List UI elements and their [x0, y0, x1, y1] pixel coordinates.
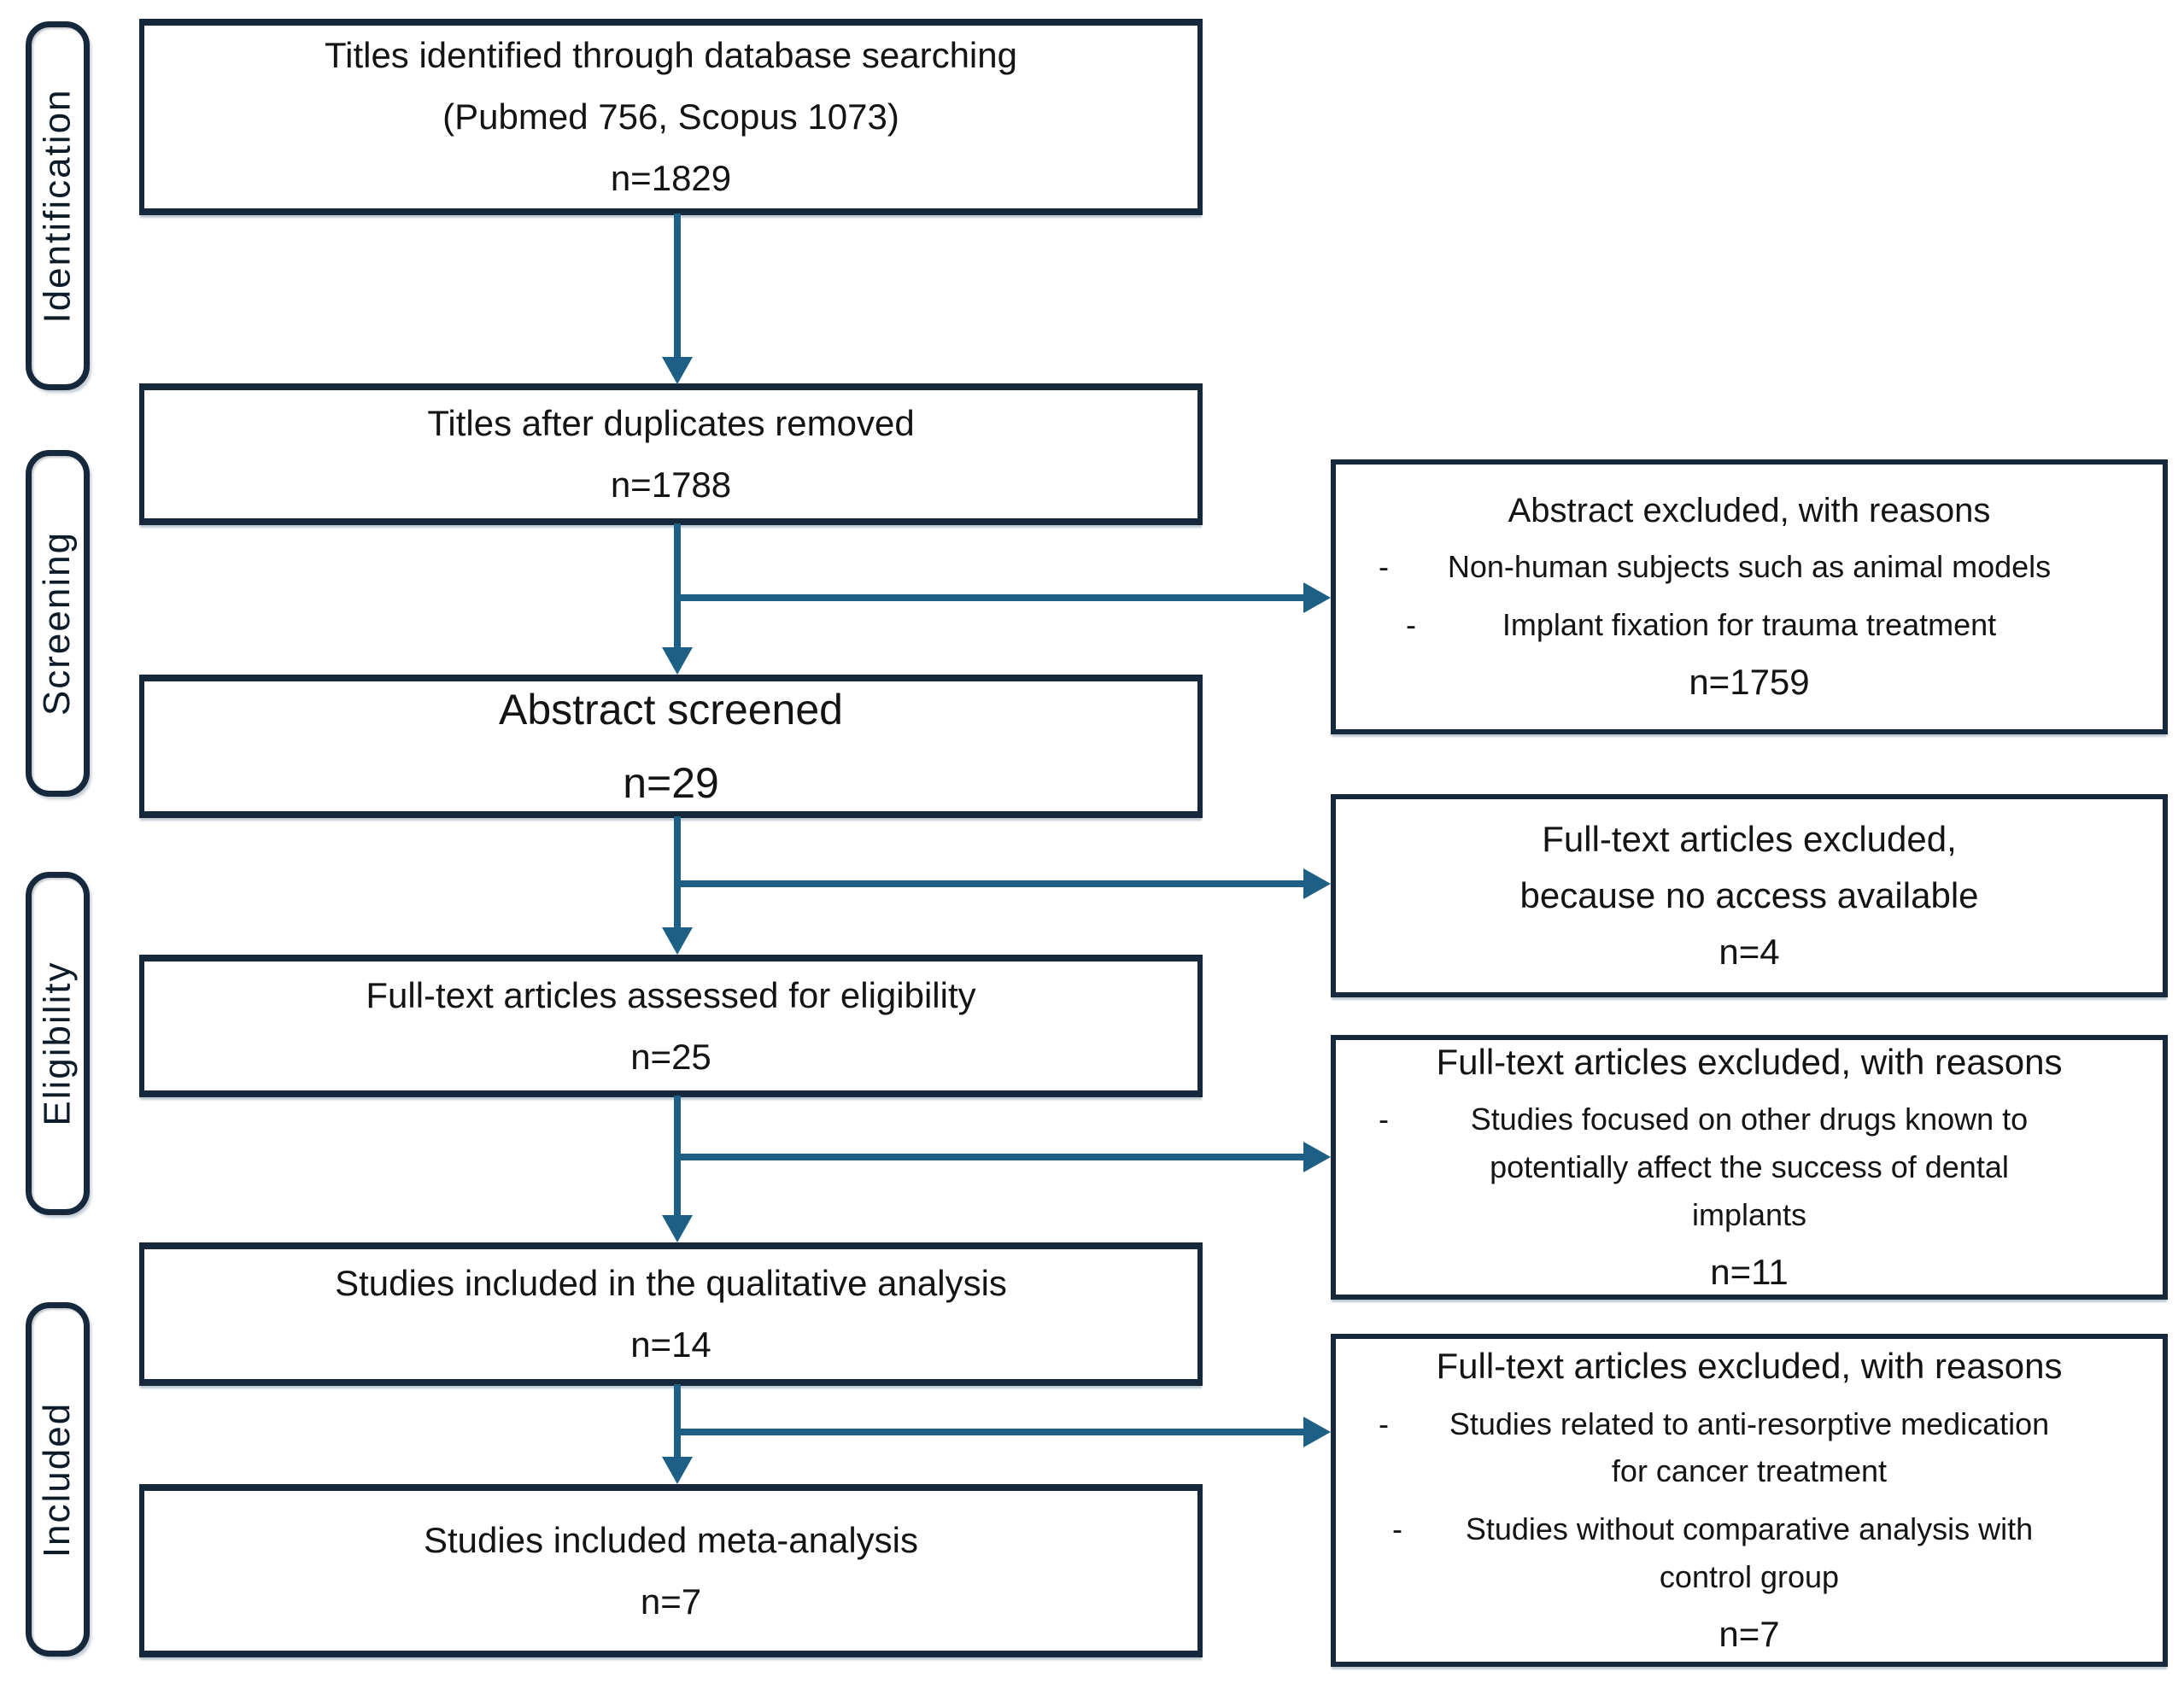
- stage-label-eligibility: Eligibility: [26, 872, 90, 1215]
- bullet-dash: -: [1379, 549, 1389, 585]
- flow-box-duplicates-removed: Titles after duplicates removed n=1788: [139, 383, 1203, 525]
- arrowhead-down-icon: [662, 357, 693, 384]
- flow-box-title: Titles after duplicates removed: [427, 403, 915, 443]
- stage-label-screening-text: Screening: [36, 530, 79, 716]
- flow-box-titles-identified: Titles identified through database searc…: [139, 19, 1203, 215]
- flow-box-count: n=29: [623, 759, 719, 807]
- flow-box-fulltext-assessed: Full-text articles assessed for eligibil…: [139, 955, 1203, 1097]
- exclusion-title: Full-text articles excluded, with reason…: [1436, 1042, 2063, 1083]
- arrow-line: [674, 523, 681, 648]
- arrow-line: [674, 816, 681, 928]
- arrow-line: [677, 1429, 1303, 1435]
- exclusion-bullet: - Studies related to anti-resorptive med…: [1355, 1400, 2144, 1496]
- flow-box-subtitle: (Pubmed 756, Scopus 1073): [442, 96, 899, 137]
- arrowhead-right-icon: [1303, 582, 1331, 613]
- bullet-dash: -: [1406, 607, 1416, 642]
- stage-label-identification: Identification: [26, 21, 90, 390]
- flow-box-count: n=14: [630, 1324, 711, 1365]
- arrowhead-right-icon: [1303, 1417, 1331, 1447]
- stage-label-screening: Screening: [26, 450, 90, 797]
- exclusion-box-no-access: Full-text articles excluded, because no …: [1331, 794, 2168, 997]
- flow-box-title: Full-text articles assessed for eligibil…: [366, 974, 976, 1015]
- exclusion-bullet: - Non-human subjects such as animal mode…: [1355, 543, 2144, 591]
- flow-box-count: n=1829: [610, 158, 732, 198]
- exclusion-count: n=4: [1719, 932, 1780, 973]
- stage-label-included: Included: [26, 1302, 90, 1657]
- flow-box-title: Abstract screened: [499, 686, 843, 734]
- bullet-text: Non-human subjects such as animal models: [1447, 549, 2052, 585]
- exclusion-box-meta-exclusions: Full-text articles excluded, with reason…: [1331, 1334, 2168, 1667]
- stage-label-identification-text: Identification: [36, 88, 79, 324]
- flow-box-title: Studies included meta-analysis: [424, 1519, 918, 1560]
- exclusion-count: n=11: [1710, 1251, 1789, 1292]
- exclusion-count: n=1759: [1689, 661, 1810, 702]
- bullet-dash: -: [1392, 1511, 1402, 1547]
- flow-box-title: Studies included in the qualitative anal…: [335, 1263, 1007, 1303]
- bullet-dash: -: [1379, 1102, 1389, 1137]
- arrowhead-down-icon: [662, 927, 693, 955]
- arrow-line: [677, 594, 1303, 601]
- arrowhead-down-icon: [662, 647, 693, 675]
- flow-box-count: n=7: [640, 1581, 702, 1622]
- flow-box-count: n=25: [630, 1036, 711, 1077]
- bullet-text: Implant fixation for trauma treatment: [1502, 607, 1997, 642]
- arrow-line: [674, 213, 681, 358]
- arrowhead-down-icon: [662, 1215, 693, 1242]
- flow-box-meta-analysis: Studies included meta-analysis n=7: [139, 1484, 1203, 1657]
- arrowhead-down-icon: [662, 1457, 693, 1484]
- bullet-text: Studies without comparative analysis wit…: [1465, 1511, 2034, 1594]
- exclusion-bullet: - Studies focused on other drugs known t…: [1355, 1096, 2144, 1238]
- exclusion-box-abstract: Abstract excluded, with reasons - Non-hu…: [1331, 459, 2168, 734]
- exclusion-title: Full-text articles excluded,: [1542, 818, 1957, 859]
- flow-box-qualitative-analysis: Studies included in the qualitative anal…: [139, 1242, 1203, 1386]
- bullet-text: Studies focused on other drugs known to …: [1470, 1102, 2029, 1233]
- exclusion-title: Abstract excluded, with reasons: [1508, 492, 1991, 530]
- stage-label-eligibility-text: Eligibility: [36, 961, 79, 1126]
- exclusion-count: n=7: [1719, 1613, 1780, 1654]
- exclusion-title: Full-text articles excluded, with reason…: [1436, 1346, 2063, 1387]
- exclusion-subtitle: because no access available: [1519, 875, 1979, 915]
- arrow-line: [677, 880, 1303, 887]
- bullet-text: Studies related to anti-resorptive medic…: [1449, 1406, 2050, 1489]
- flow-box-abstract-screened: Abstract screened n=29: [139, 675, 1203, 818]
- exclusion-bullet: - Implant fixation for trauma treatment: [1355, 601, 2144, 649]
- bullet-dash: -: [1379, 1406, 1389, 1441]
- arrowhead-right-icon: [1303, 1142, 1331, 1172]
- exclusion-bullet: - Studies without comparative analysis w…: [1355, 1505, 2144, 1601]
- stage-label-included-text: Included: [36, 1401, 79, 1558]
- arrow-line: [674, 1384, 681, 1458]
- arrow-line: [677, 1154, 1303, 1160]
- flow-box-title: Titles identified through database searc…: [325, 35, 1017, 75]
- exclusion-box-other-drugs: Full-text articles excluded, with reason…: [1331, 1035, 2168, 1300]
- flow-box-count: n=1788: [610, 465, 732, 505]
- arrowhead-right-icon: [1303, 868, 1331, 899]
